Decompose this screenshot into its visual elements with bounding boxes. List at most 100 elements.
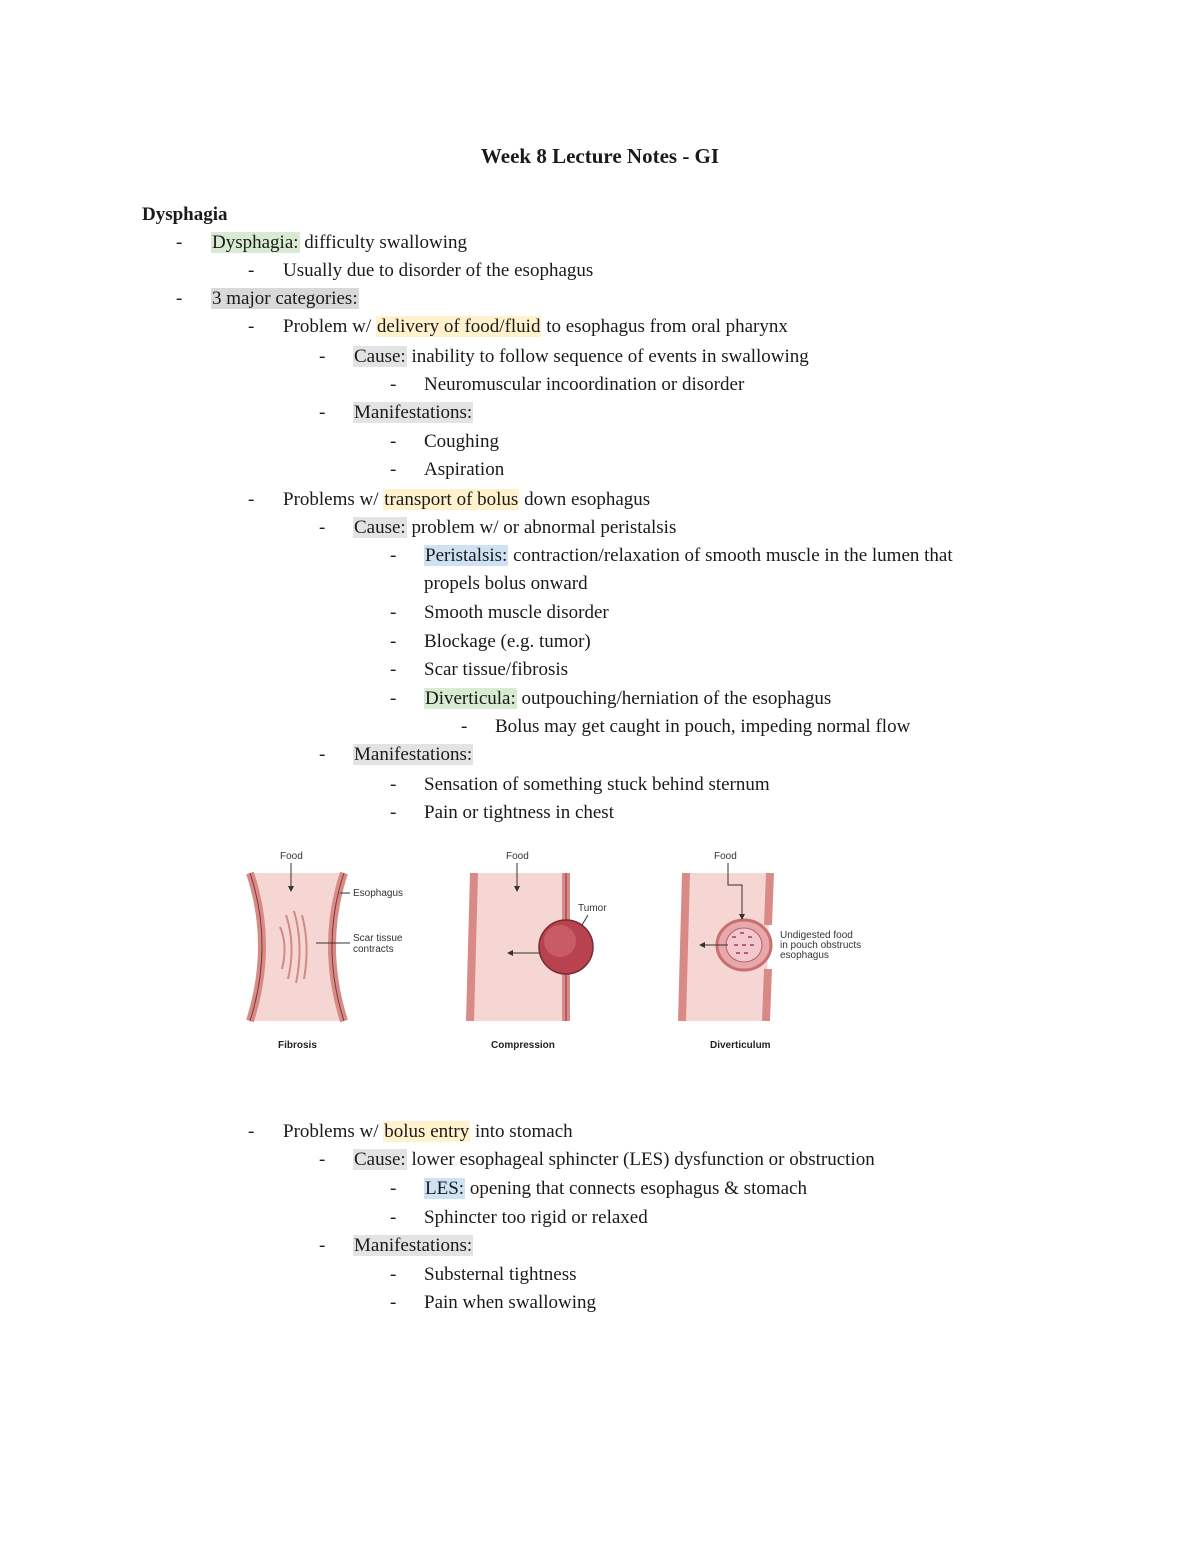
- bullet-dash: -: [390, 374, 397, 395]
- bullet-dash: -: [390, 688, 397, 709]
- undigested-label-line2: in pouch obstructs: [780, 940, 861, 951]
- list-item-text: Blockage (e.g. tumor): [424, 631, 591, 652]
- term-highlight: Manifestations:: [353, 744, 474, 765]
- list-item-text: Bolus may get caught in pouch, impeding …: [495, 716, 911, 737]
- list-item-text: Manifestations:: [353, 1232, 474, 1260]
- text-fragment: Problems w/: [283, 1121, 384, 1142]
- key-phrase-highlight: bolus entry: [383, 1121, 471, 1142]
- compression-wall-left: [466, 872, 478, 1022]
- compression-food-label: Food: [506, 851, 529, 862]
- list-item-text: Problem w/ delivery of food/fluid to eso…: [283, 313, 788, 341]
- bullet-dash: -: [319, 346, 326, 367]
- bullet-dash: -: [390, 659, 397, 680]
- list-item-text: Cause: inability to follow sequence of e…: [353, 343, 809, 371]
- term-highlight: Manifestations:: [353, 1235, 474, 1256]
- list-item: - Cause: lower esophageal sphincter (LES…: [0, 1146, 1200, 1174]
- section-heading: Dysphagia: [142, 204, 228, 225]
- text-fragment: into stomach: [470, 1121, 573, 1142]
- list-item: - Manifestations:: [0, 741, 1200, 769]
- list-item: - Problems w/ transport of bolus down es…: [0, 486, 1200, 514]
- diverticulum-caption: Diverticulum: [710, 1040, 771, 1051]
- compression-caption: Compression: [491, 1040, 555, 1051]
- list-item-text: propels bolus onward: [424, 573, 588, 594]
- list-item: - LES: opening that connects esophagus &…: [0, 1175, 1200, 1203]
- bullet-dash: -: [390, 802, 397, 823]
- bullet-dash: -: [319, 1149, 326, 1170]
- list-item: - Substernal tightness: [0, 1261, 1200, 1289]
- fibrosis-caption: Fibrosis: [278, 1040, 317, 1051]
- tumor-label: Tumor: [578, 903, 607, 914]
- bullet-dash: -: [319, 1235, 326, 1256]
- list-item-text: Problems w/ transport of bolus down esop…: [283, 486, 650, 514]
- list-item: - Peristalsis: contraction/relaxation of…: [0, 542, 1200, 570]
- text-fragment: to esophagus from oral pharynx: [541, 316, 788, 337]
- scar-tissue-label-line1: Scar tissue: [353, 933, 403, 944]
- key-phrase-highlight: transport of bolus: [383, 489, 520, 510]
- text-fragment: problem w/ or abnormal peristalsis: [406, 517, 677, 538]
- list-item-text: Pain or tightness in chest: [424, 802, 614, 823]
- list-item-text: Diverticula: outpouching/herniation of t…: [424, 685, 831, 713]
- bullet-dash: -: [390, 431, 397, 452]
- key-phrase-highlight: delivery of food/fluid: [375, 316, 542, 337]
- list-item-text: Dysphagia: difficulty swallowing: [211, 229, 467, 257]
- term-highlight: Peristalsis:: [424, 545, 509, 566]
- bullet-dash: -: [390, 631, 397, 652]
- term-highlight: Cause:: [353, 346, 407, 367]
- text-fragment: inability to follow sequence of events i…: [406, 346, 809, 367]
- list-item-text: Usually due to disorder of the esophagus: [283, 260, 594, 281]
- term-highlight: Manifestations:: [353, 402, 474, 423]
- text-fragment: down esophagus: [519, 489, 651, 510]
- list-item: - Bolus may get caught in pouch, impedin…: [0, 713, 1200, 741]
- bullet-dash: -: [390, 1178, 397, 1199]
- list-item-text: Peristalsis: contraction/relaxation of s…: [424, 542, 953, 570]
- bullet-dash: -: [176, 232, 183, 253]
- definition-text: difficulty swallowing: [299, 232, 468, 253]
- list-item: - Diverticula: outpouching/herniation of…: [0, 685, 1200, 713]
- term-highlight: LES:: [424, 1178, 466, 1199]
- tumor-highlight: [544, 925, 576, 957]
- list-item: - Scar tissue/fibrosis: [0, 656, 1200, 684]
- text-fragment: Problem w/: [283, 316, 376, 337]
- figure-illustration: Food Esophagus Scar tissue contracts Fib…: [246, 851, 861, 1051]
- list-item: - Aspiration: [0, 456, 1200, 484]
- bullet-dash: -: [461, 716, 468, 737]
- fibrosis-wall-right-outline: [331, 872, 345, 1022]
- list-item-text: 3 major categories:: [211, 285, 359, 313]
- bullet-dash: -: [390, 1264, 397, 1285]
- list-item-text: Cause: lower esophageal sphincter (LES) …: [353, 1146, 875, 1174]
- list-item: - Neuromuscular incoordination or disord…: [0, 371, 1200, 399]
- list-item: - Dysphagia: difficulty swallowing: [0, 229, 1200, 257]
- diverticulum-food-label: Food: [714, 851, 737, 862]
- list-item-text: LES: opening that connects esophagus & s…: [424, 1175, 807, 1203]
- bullet-dash: -: [390, 459, 397, 480]
- text-fragment: contraction/relaxation of smooth muscle …: [508, 545, 953, 566]
- bullet-dash: -: [390, 1292, 397, 1313]
- bullet-dash: -: [319, 402, 326, 423]
- food-particles: [732, 932, 754, 954]
- term-highlight: Cause:: [353, 1149, 407, 1170]
- list-item: - Cause: problem w/ or abnormal peristal…: [0, 514, 1200, 542]
- list-item: - Cause: inability to follow sequence of…: [0, 343, 1200, 371]
- list-item-text: Scar tissue/fibrosis: [424, 659, 569, 680]
- diverticulum-wall-right: [762, 872, 774, 1022]
- scar-tissue-label-line2: contracts: [353, 944, 394, 955]
- fibrosis-panel: Food Esophagus Scar tissue contracts Fib…: [246, 851, 403, 1051]
- list-item-text: Manifestations:: [353, 741, 474, 769]
- list-item-text: Substernal tightness: [424, 1264, 577, 1285]
- diverticulum-food-arrow: [727, 863, 745, 920]
- fibrosis-lumen: [250, 873, 344, 1021]
- fibrosis-wall-left-outline: [249, 872, 263, 1022]
- bullet-dash: -: [248, 489, 255, 510]
- compression-panel: Food Tumor Compression: [466, 851, 607, 1051]
- list-item: - 3 major categories:: [0, 285, 1200, 313]
- list-item-text: Aspiration: [424, 459, 505, 480]
- list-item-text: Sensation of something stuck behind ster…: [424, 774, 770, 795]
- esophagus-obstruction-figure: Food Esophagus Scar tissue contracts Fib…: [240, 845, 880, 1055]
- fibrosis-food-label: Food: [280, 851, 303, 862]
- list-item-text: Cause: problem w/ or abnormal peristalsi…: [353, 514, 676, 542]
- list-item: - Pain or tightness in chest: [0, 799, 1200, 827]
- list-item: - Coughing: [0, 428, 1200, 456]
- text-fragment: opening that connects esophagus & stomac…: [465, 1178, 807, 1199]
- bullet-dash: -: [390, 1207, 397, 1228]
- bullet-dash: -: [248, 260, 255, 281]
